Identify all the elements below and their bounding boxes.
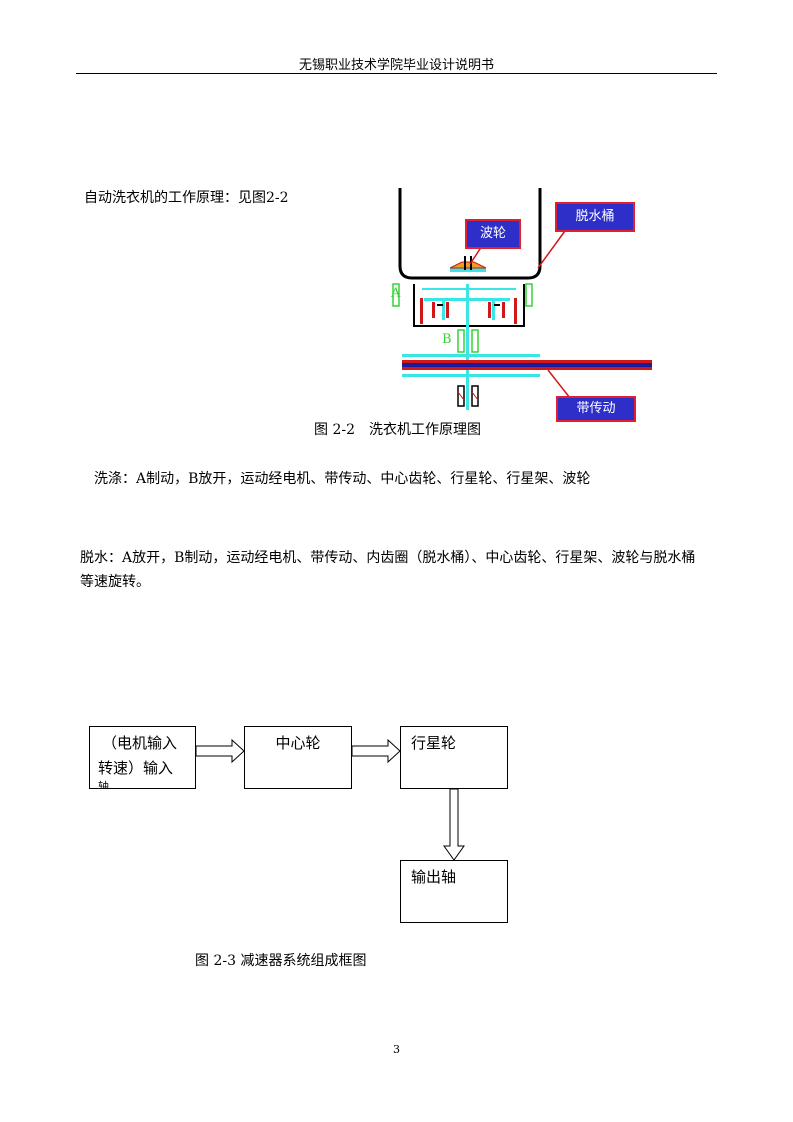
box-input-line2: 转速）输入: [98, 759, 174, 777]
box-input: （电机输入 转速）输入 轴: [89, 726, 196, 789]
arrow-planet-to-output: [443, 788, 465, 861]
belt-pointer: [547, 369, 571, 399]
motor-hatch-2: [471, 391, 479, 401]
lower-shaft: [466, 340, 469, 410]
box-planet-label: 行星轮: [411, 734, 457, 752]
box-center-label: 中心轮: [275, 734, 321, 752]
figure-2-3-caption: 图 2-3 减速器系统组成框图: [195, 953, 367, 969]
drum-rim: [422, 288, 516, 290]
planet-gear-right: [488, 298, 517, 324]
belt-core: [402, 363, 652, 367]
motor-stator: [457, 385, 479, 407]
brake-b: [457, 329, 479, 353]
callout-belt: 带传动: [556, 396, 636, 422]
tub-outline: [398, 188, 525, 280]
arrow-center-to-planet: [351, 738, 401, 764]
impeller: [449, 261, 487, 269]
label-brake-b: B: [442, 332, 452, 347]
callout-drum: 脱水桶: [555, 202, 635, 232]
callout-wheel: 波轮: [465, 219, 521, 249]
washing-machine-diagram: [392, 188, 652, 410]
intro-text: 自动洗衣机的工作原理：见图2-2: [84, 190, 289, 206]
pulley-bottom: [402, 374, 540, 377]
brake-a: [392, 283, 533, 307]
arrow-input-to-center: [195, 738, 245, 764]
pulley-top: [402, 354, 540, 357]
planet-gear-left: [420, 298, 449, 324]
page-number: 3: [393, 1043, 400, 1056]
impeller-hub: [464, 256, 466, 270]
header-title: 无锡职业技术学院毕业设计说明书: [298, 58, 494, 73]
box-output-shaft: 输出轴: [400, 860, 508, 923]
box-output-label: 输出轴: [411, 868, 457, 886]
header-divider: [76, 73, 717, 74]
planet-shaft-right: [492, 298, 495, 320]
wash-text: 洗涤：A制动，B放开，运动经电机、带传动、中心齿轮、行星轮、行星架、波轮: [94, 471, 591, 487]
figure-2-2-caption: 图 2-2 洗衣机工作原理图: [314, 422, 481, 438]
impeller-plate: [450, 268, 486, 272]
spin-text: 脱水：A放开，B制动，运动经电机、带传动、内齿圈（脱水桶）、中心齿轮、行星架、波…: [80, 550, 696, 590]
gear-centers: [437, 304, 500, 306]
box-center-gear: 中心轮: [244, 726, 352, 789]
box-input-line1: （电机输入: [102, 734, 178, 752]
box-input-line3: 轴: [98, 780, 109, 789]
motor-hatch: [457, 391, 465, 401]
label-brake-a: A: [391, 286, 401, 301]
planet-shaft-left: [442, 298, 445, 320]
center-shaft: [466, 284, 469, 340]
